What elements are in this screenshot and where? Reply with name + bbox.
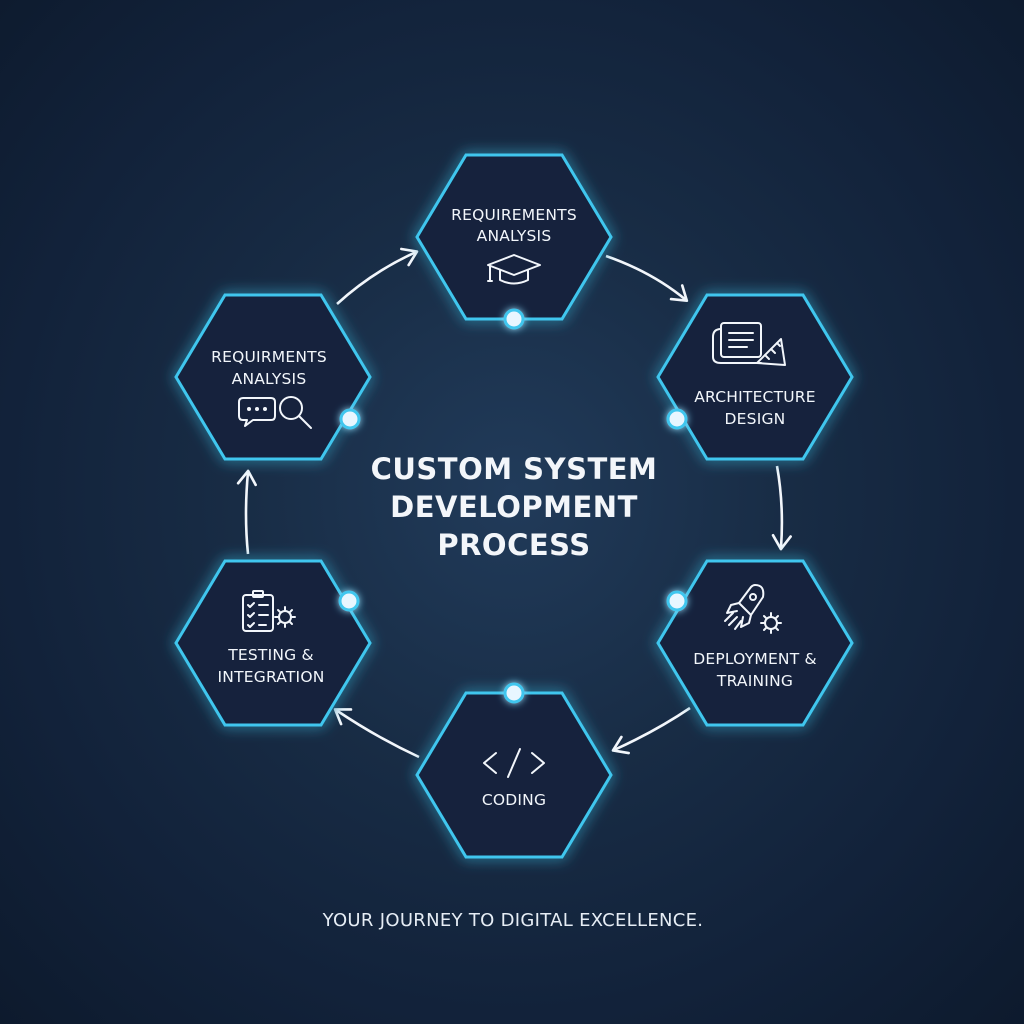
arrow-bottom-to-lower-left <box>333 708 420 759</box>
arrow-top-to-upper-right <box>605 254 689 303</box>
chat-search-icon <box>238 396 312 429</box>
connector-dot <box>666 408 688 430</box>
stage-coding: CODING <box>415 682 613 859</box>
arrow-upper-right-to-lower-right <box>771 465 792 551</box>
stage-testing-integration: TESTING & INTEGRATION <box>174 559 372 727</box>
stage-label-line-1: REQUIREMENTS <box>451 206 577 224</box>
stage-label-line-1: CODING <box>482 791 546 809</box>
flow-arrows <box>236 247 792 759</box>
arrow-lower-left-to-upper-left <box>236 469 257 555</box>
center-title-line-1: CUSTOM SYSTEM <box>371 452 658 486</box>
hexagon-outline <box>656 559 854 727</box>
tagline: YOUR JOURNEY TO DIGITAL EXCELLENCE. <box>322 910 704 931</box>
hexagon-outline <box>656 293 854 461</box>
blueprint-ruler-icon <box>712 322 786 366</box>
stage-architecture-design: ARCHITECTURE DESIGN <box>656 293 854 461</box>
center-title-line-3: PROCESS <box>437 528 590 562</box>
stage-requirements-analysis-left: REQUIRMENTS ANALYSIS <box>174 293 372 461</box>
hexagon-outline <box>415 153 613 321</box>
connector-dot <box>503 308 525 330</box>
stage-label-line-2: INTEGRATION <box>217 668 324 686</box>
stage-label-line-1: REQUIRMENTS <box>211 348 327 366</box>
stage-label-line-1: DEPLOYMENT & <box>693 650 817 668</box>
stage-deployment-training: DEPLOYMENT & TRAINING <box>656 559 854 727</box>
hexagon-outline <box>174 293 372 461</box>
arrow-upper-left-to-top <box>336 247 419 305</box>
connector-dot <box>339 408 361 430</box>
checklist-gear-icon <box>242 590 296 632</box>
hexagon-outline <box>415 691 613 859</box>
arrow-lower-right-to-bottom <box>611 706 691 755</box>
connector-dot <box>666 590 688 612</box>
graduation-cap-icon <box>487 254 541 285</box>
rocket-gear-icon <box>724 584 782 634</box>
center-title-line-2: DEVELOPMENT <box>390 490 638 524</box>
stage-label-line-1: TESTING & <box>227 646 314 664</box>
stage-label-line-2: ANALYSIS <box>232 370 307 388</box>
hexagon-outline <box>174 559 372 727</box>
connector-dot <box>338 590 360 612</box>
stage-label-line-2: TRAINING <box>716 672 793 690</box>
code-brackets-icon <box>483 748 545 778</box>
stage-label-line-2: ANALYSIS <box>477 227 552 245</box>
stage-label-line-2: DESIGN <box>725 410 786 428</box>
stage-label-line-1: ARCHITECTURE <box>694 388 816 406</box>
center-title: CUSTOM SYSTEM DEVELOPMENT PROCESS <box>371 452 658 562</box>
stage-requirements-analysis-top: REQUIREMENTS ANALYSIS <box>415 153 613 330</box>
connector-dot <box>503 682 525 704</box>
